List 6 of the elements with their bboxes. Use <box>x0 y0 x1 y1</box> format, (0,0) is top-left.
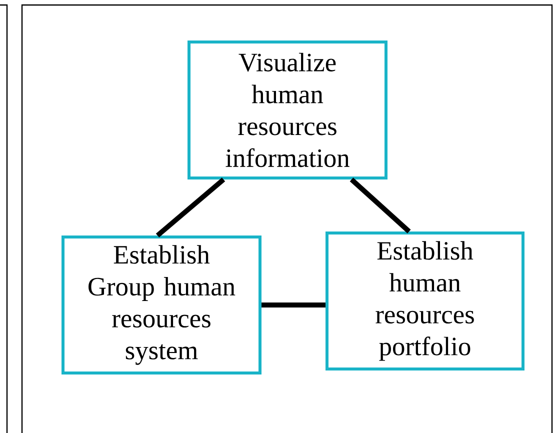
connector-line <box>350 178 411 234</box>
connector-line <box>262 302 326 308</box>
connector-line <box>156 178 226 238</box>
process-box: Visualize human resources information <box>188 40 388 180</box>
process-box: Establish human resources portfolio <box>326 231 524 370</box>
process-box: Establish Group human resources system <box>62 235 262 374</box>
